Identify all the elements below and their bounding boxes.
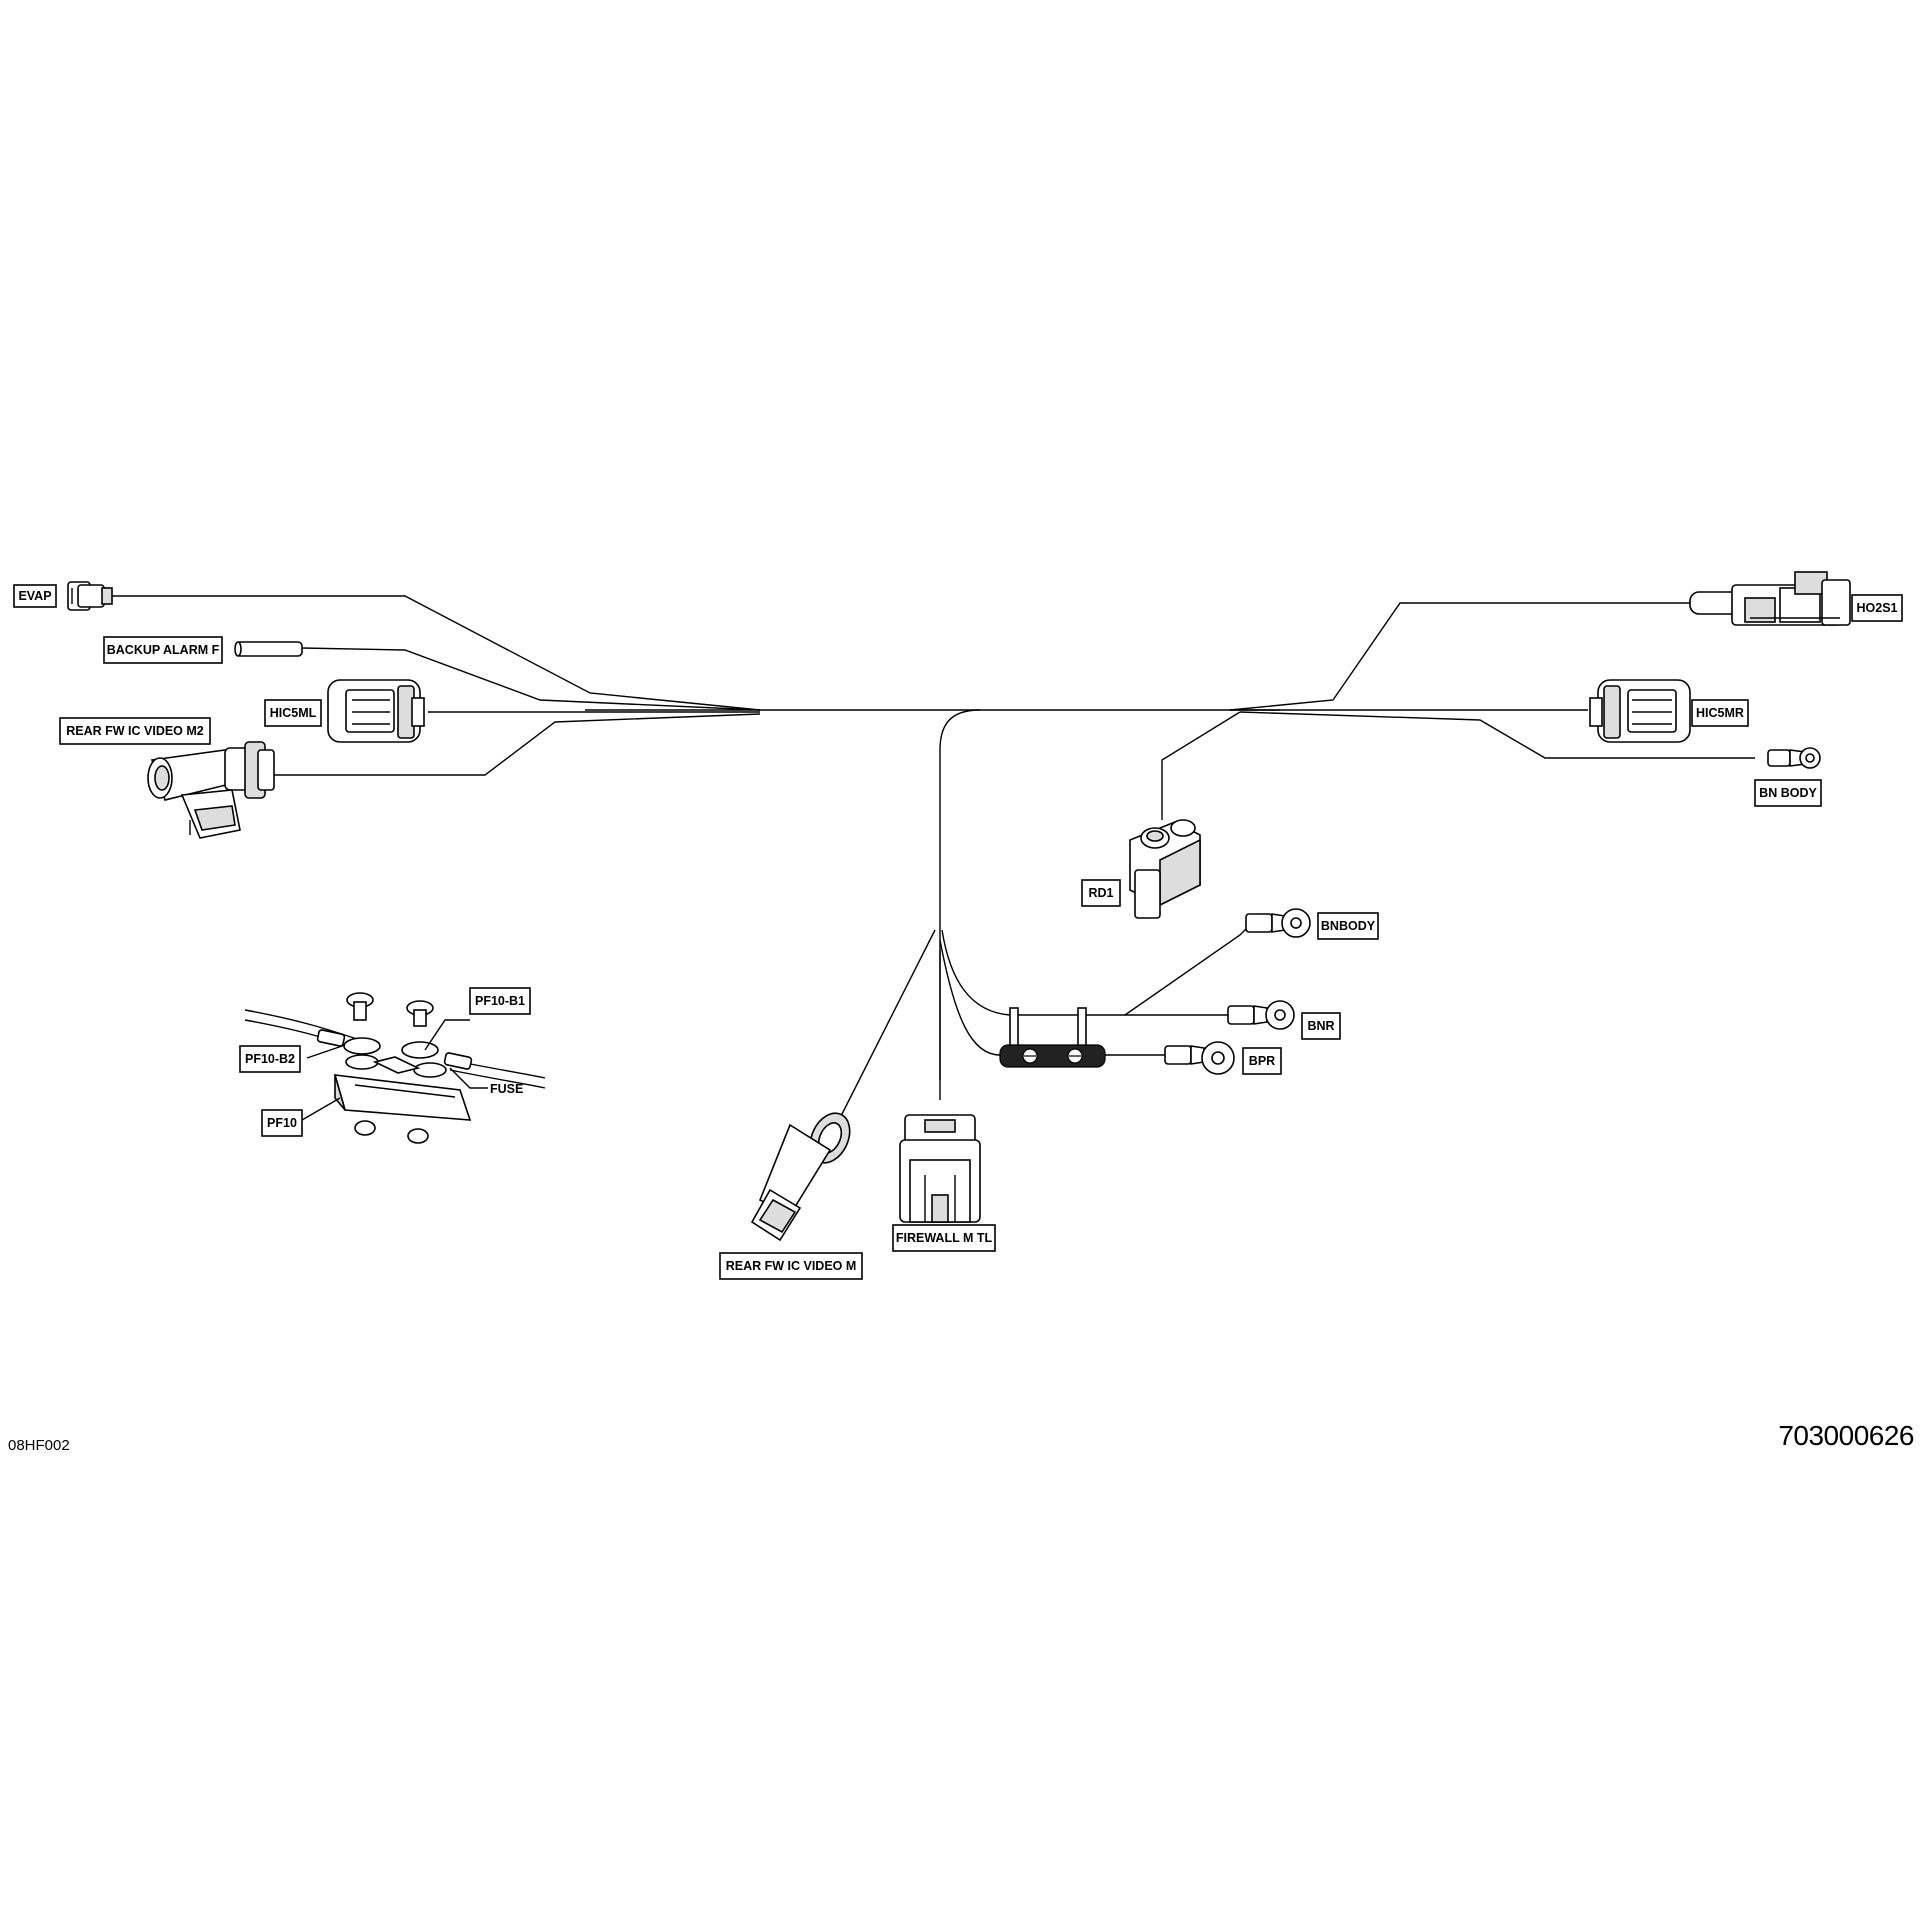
- backup-alarm-terminal-icon: [234, 641, 303, 657]
- pf10-fuse-block-exploded-icon: [244, 992, 546, 1144]
- svg-text:BPR: BPR: [1249, 1054, 1275, 1068]
- label-fuse: FUSE: [490, 1082, 523, 1096]
- rear-fw-ic-video-m-connector-icon: [750, 1112, 851, 1242]
- label-rd1: RD1: [1081, 879, 1121, 907]
- label-ho2s1: HO2S1: [1851, 594, 1903, 622]
- svg-text:HIC5ML: HIC5ML: [270, 706, 317, 720]
- hic5mr-connector-icon: [1589, 679, 1691, 743]
- svg-text:BN BODY: BN BODY: [1759, 786, 1817, 800]
- wire-bnbody: [1124, 924, 1251, 1016]
- wire-ho2s1: [1229, 602, 1690, 711]
- label-firewall-m-tl: FIREWALL M TL: [892, 1224, 996, 1252]
- svg-text:REAR FW IC VIDEO M: REAR FW IC VIDEO M: [726, 1259, 857, 1273]
- figure-id: 08HF002: [8, 1437, 70, 1454]
- wire-bpr-branch: [939, 939, 1001, 1056]
- label-bn-body: BN BODY: [1754, 779, 1822, 807]
- bpr-ring-terminal-icon: [1164, 1041, 1235, 1075]
- wire-rd1: [1161, 711, 1241, 820]
- label-backup-alarm-f: BACKUP ALARM F: [103, 636, 223, 664]
- wire-rear-fw-m: [839, 929, 936, 1119]
- label-pf10: PF10: [261, 1109, 303, 1137]
- evap-connector-icon: [67, 581, 113, 611]
- rear-fw-ic-video-m2-connector-icon: [147, 741, 275, 839]
- wire-rear-fw-m2: [268, 713, 761, 776]
- inline-fuse-holder-icon: [999, 1044, 1106, 1068]
- svg-text:BNBODY: BNBODY: [1321, 919, 1376, 933]
- label-rear-fw-ic-video-m2: REAR FW IC VIDEO M2: [59, 717, 211, 745]
- svg-text:FUSE: FUSE: [490, 1082, 523, 1096]
- label-rear-fw-ic-video-m: REAR FW IC VIDEO M: [719, 1252, 863, 1280]
- wire-bnr-branch: [941, 929, 1228, 1016]
- svg-text:REAR FW IC VIDEO M2: REAR FW IC VIDEO M2: [66, 724, 204, 738]
- svg-text:PF10-B1: PF10-B1: [475, 994, 525, 1008]
- label-evap: EVAP: [13, 584, 57, 608]
- svg-text:BACKUP ALARM F: BACKUP ALARM F: [107, 643, 220, 657]
- svg-text:HIC5MR: HIC5MR: [1696, 706, 1744, 720]
- bnbody-ring-terminal-icon: [1245, 908, 1311, 938]
- harness-wires: [112, 595, 1755, 1119]
- wire-bn-body: [1239, 711, 1755, 759]
- svg-text:PF10: PF10: [267, 1116, 297, 1130]
- svg-text:EVAP: EVAP: [18, 589, 51, 603]
- label-hic5mr: HIC5MR: [1691, 699, 1749, 727]
- label-pf10-b2: PF10-B2: [239, 1045, 301, 1073]
- svg-text:PF10-B2: PF10-B2: [245, 1052, 295, 1066]
- svg-text:RD1: RD1: [1088, 886, 1113, 900]
- bn-body-ring-terminal-icon: [1767, 747, 1821, 769]
- part-number: 703000626: [1778, 1420, 1914, 1451]
- wire-branch-down: [939, 709, 981, 1080]
- label-bnr: BNR: [1301, 1012, 1341, 1040]
- wire-evap: [112, 595, 761, 711]
- firewall-m-tl-connector-icon: [899, 1114, 981, 1223]
- svg-text:HO2S1: HO2S1: [1857, 601, 1898, 615]
- bnr-ring-terminal-icon: [1227, 1000, 1295, 1030]
- svg-text:FIREWALL M TL: FIREWALL M TL: [896, 1231, 993, 1245]
- label-bpr: BPR: [1242, 1047, 1282, 1075]
- label-hic5ml: HIC5ML: [264, 699, 322, 727]
- svg-text:BNR: BNR: [1307, 1019, 1334, 1033]
- label-pf10-b1: PF10-B1: [469, 987, 531, 1015]
- label-bnbody: BNBODY: [1317, 912, 1379, 940]
- rd1-relay-icon: [1129, 819, 1201, 919]
- wire-backup-alarm: [301, 647, 761, 711]
- hic5ml-connector-icon: [327, 679, 425, 743]
- ho2s1-connector-icon: [1689, 571, 1851, 626]
